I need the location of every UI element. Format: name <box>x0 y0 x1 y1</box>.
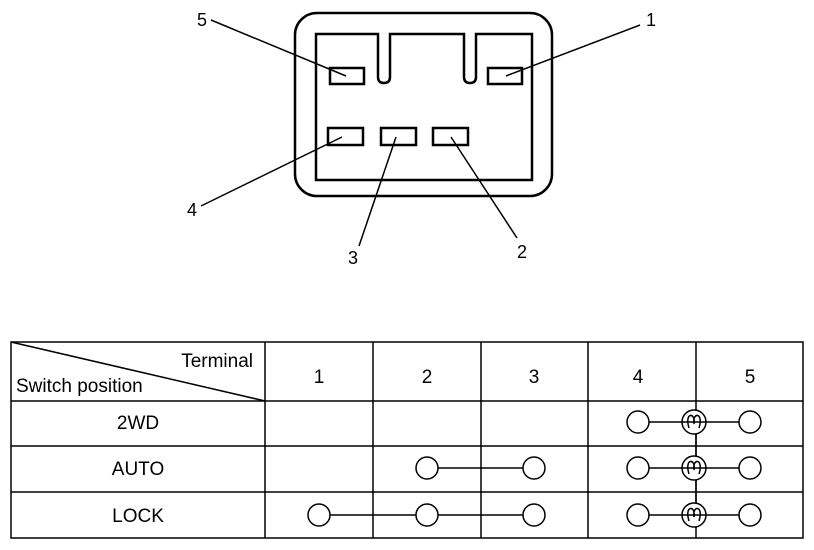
row-label-lock: LOCK <box>112 506 164 527</box>
connector-inner-shell <box>314 32 534 182</box>
connector-label-2: 2 <box>517 242 527 262</box>
leader-line-2 <box>450 136 518 239</box>
continuity-node <box>415 456 439 480</box>
continuity-node <box>415 503 439 527</box>
terminal-header-4: 4 <box>633 367 644 388</box>
terminal-pin-4 <box>326 126 365 147</box>
continuity-table: Terminal Switch position 1 2 3 4 5 2WD AUTO LO… <box>10 341 804 539</box>
continuity-node <box>626 503 650 527</box>
indicator-lamp-symbol <box>681 455 707 481</box>
row-label-2wd: 2WD <box>117 413 159 434</box>
continuity-node <box>522 503 546 527</box>
header-terminal: Terminal <box>181 351 253 372</box>
connector-label-1: 1 <box>646 10 656 30</box>
terminal-pin-2 <box>431 126 470 147</box>
connector-label-4: 4 <box>187 200 197 220</box>
terminal-header-1: 1 <box>314 367 325 388</box>
header-diagonal <box>10 341 266 402</box>
terminal-header-5: 5 <box>745 367 756 388</box>
continuity-node <box>738 456 762 480</box>
terminal-header-3: 3 <box>529 367 540 388</box>
row-label-auto: AUTO <box>112 459 164 480</box>
terminal-pin-5 <box>328 66 366 86</box>
leader-line-3 <box>358 136 397 247</box>
continuity-node <box>307 503 331 527</box>
connector-label-5: 5 <box>197 10 207 30</box>
continuity-node <box>626 456 650 480</box>
continuity-node <box>522 456 546 480</box>
connector-label-3: 3 <box>348 248 358 268</box>
indicator-lamp-symbol <box>681 502 707 528</box>
indicator-lamp-symbol <box>681 409 707 435</box>
terminal-pin-1 <box>486 66 524 86</box>
connector-face <box>293 11 554 198</box>
continuity-node <box>738 410 762 434</box>
terminal-pin-3 <box>379 126 418 147</box>
leader-line-1 <box>505 24 641 77</box>
continuity-node <box>626 410 650 434</box>
leader-line-4 <box>200 136 343 207</box>
connector-outer-shell <box>293 11 554 198</box>
header-switch-position: Switch position <box>16 376 143 397</box>
table-border <box>10 341 804 539</box>
leader-line-5 <box>210 19 347 77</box>
continuity-node <box>738 503 762 527</box>
terminal-header-2: 2 <box>422 367 433 388</box>
